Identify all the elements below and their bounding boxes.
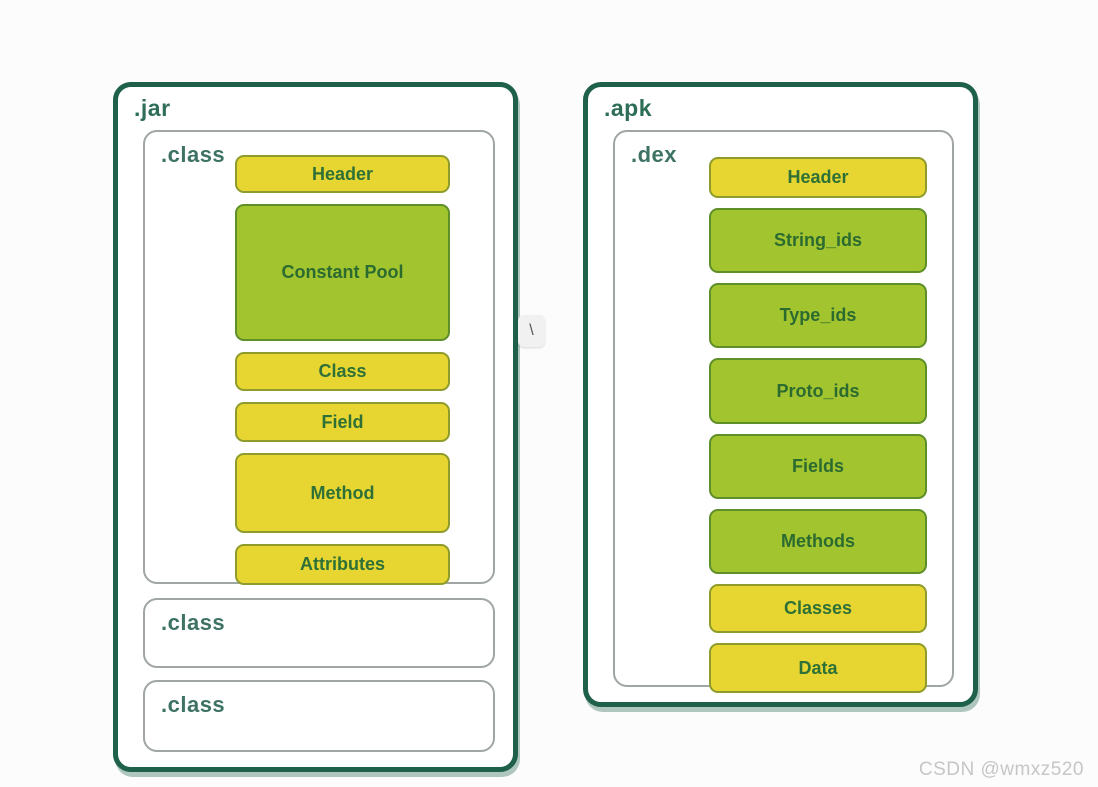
block-data: Data bbox=[709, 643, 927, 693]
block-field: Field bbox=[235, 402, 450, 442]
backslash-key-badge: \ bbox=[518, 315, 545, 347]
apk-label: .apk bbox=[604, 95, 653, 121]
block-methods: Methods bbox=[709, 509, 927, 574]
block-constant-pool: Constant Pool bbox=[235, 204, 450, 341]
apk-panel: .apk .dex Header String_ids Type_ids Pro… bbox=[583, 82, 978, 707]
block-proto-ids: Proto_ids bbox=[709, 358, 927, 424]
block-type-ids: Type_ids bbox=[709, 283, 927, 348]
block-header: Header bbox=[235, 155, 450, 193]
block-attributes: Attributes bbox=[235, 544, 450, 585]
class-detail-label: .class bbox=[161, 142, 226, 167]
dex-container: .dex Header String_ids Type_ids Proto_id… bbox=[613, 130, 954, 693]
jar-panel: .jar .class Header Constant Pool Class F… bbox=[113, 82, 518, 772]
block-fields: Fields bbox=[709, 434, 927, 499]
block-class: Class bbox=[235, 352, 450, 391]
watermark-text: CSDN @wmxz520 bbox=[918, 759, 1084, 780]
block-method: Method bbox=[235, 453, 450, 533]
class-structure-blocks: Header Constant Pool Class Field Method … bbox=[235, 155, 450, 585]
dex-label: .dex bbox=[631, 142, 678, 167]
class-detail-container: .class Header Constant Pool Class Field … bbox=[143, 130, 495, 585]
dex-structure-blocks: Header String_ids Type_ids Proto_ids Fie… bbox=[709, 157, 927, 693]
class-empty-label-2: .class bbox=[161, 692, 226, 717]
class-empty-container-2: .class bbox=[143, 680, 495, 752]
block-dex-header: Header bbox=[709, 157, 927, 198]
class-empty-label-1: .class bbox=[161, 610, 226, 635]
block-classes: Classes bbox=[709, 584, 927, 633]
jar-label: .jar bbox=[134, 95, 171, 121]
class-empty-container-1: .class bbox=[143, 598, 495, 668]
block-string-ids: String_ids bbox=[709, 208, 927, 273]
